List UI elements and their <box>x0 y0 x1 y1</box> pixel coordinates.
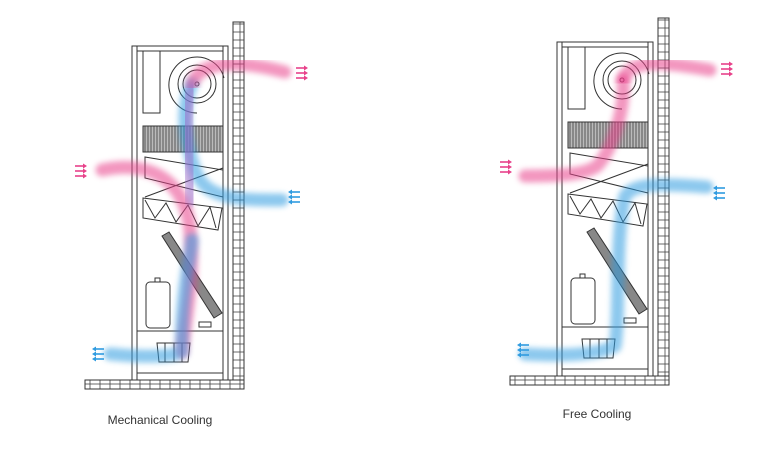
exhaust-air-flow <box>616 57 717 87</box>
supply-air-arrows <box>92 346 104 362</box>
caption-mechanical-cooling: Mechanical Cooling <box>107 413 213 427</box>
return-air-flow <box>518 73 630 183</box>
unit-free-cooling <box>500 17 733 386</box>
compressor-icon <box>145 277 171 329</box>
brick-wall <box>657 17 670 385</box>
outdoor-air-arrows <box>288 189 300 205</box>
outdoor-air-arrows <box>713 185 725 201</box>
damper <box>569 152 649 194</box>
supply-air-arrows <box>517 342 529 358</box>
control-panel <box>142 50 161 114</box>
return-air-arrows <box>500 159 512 175</box>
exhaust-air-arrows <box>721 61 733 77</box>
exhaust-air-arrows <box>296 65 308 81</box>
outdoor-air-intake-flow <box>518 178 714 362</box>
supply-air-flow <box>103 233 199 363</box>
unit-mechanical-cooling <box>75 21 308 390</box>
return-air-arrows <box>75 163 87 179</box>
caption-free-cooling: Free Cooling <box>562 407 632 421</box>
brick-floor <box>509 375 670 386</box>
compressor-icon <box>570 273 596 325</box>
mixed-air-flow <box>180 83 199 207</box>
brick-floor <box>84 379 245 390</box>
control-panel <box>567 46 586 110</box>
exhaust-air-flow <box>185 57 292 91</box>
